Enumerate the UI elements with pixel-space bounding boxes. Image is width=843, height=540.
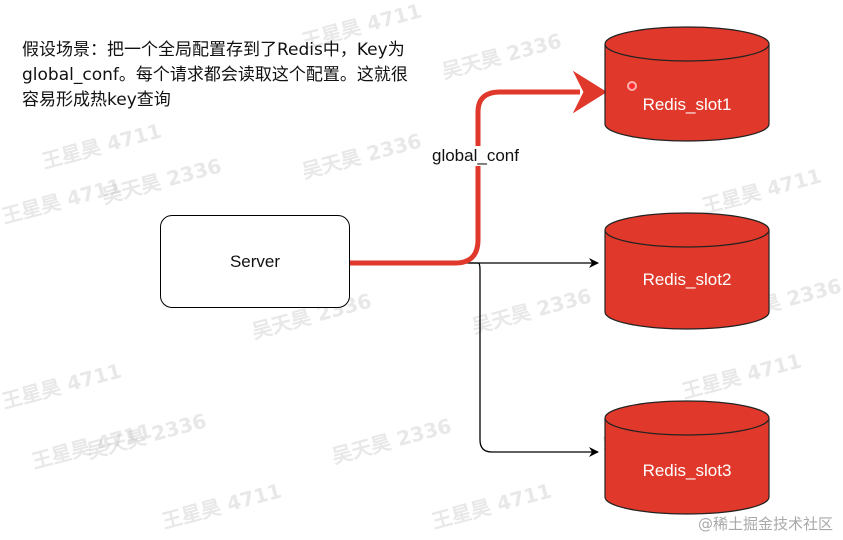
scenario-description: 假设场景：把一个全局配置存到了Redis中，Key为 global_conf。每… <box>22 38 452 113</box>
redis-slot1-cylinder <box>604 26 770 142</box>
edge-server-to-slot1-hot <box>350 89 580 266</box>
edge-server-to-slot3 <box>470 262 599 457</box>
description-line-3: 容易形成热key查询 <box>22 90 171 110</box>
redis-slot2-cylinder <box>604 212 770 330</box>
server-label: Server <box>229 251 281 271</box>
redis-slot3-label: Redis_slot3 <box>642 461 732 480</box>
redis-slot1-label: Redis_slot1 <box>642 95 732 114</box>
description-line-2: global_conf。每个请求都会读取这个配置。这就很 <box>22 65 408 85</box>
hot-key-edge-label: global_conf <box>430 146 521 166</box>
cursor-marker <box>627 81 637 91</box>
hot-arrow-head <box>572 70 607 114</box>
description-line-1: 假设场景：把一个全局配置存到了Redis中，Key为 <box>22 40 405 60</box>
server-node: Server <box>160 215 350 308</box>
redis-slot2-label: Redis_slot2 <box>642 270 732 289</box>
redis-slot3-cylinder <box>604 400 770 515</box>
source-watermark: @稀土掘金技术社区 <box>697 515 833 533</box>
